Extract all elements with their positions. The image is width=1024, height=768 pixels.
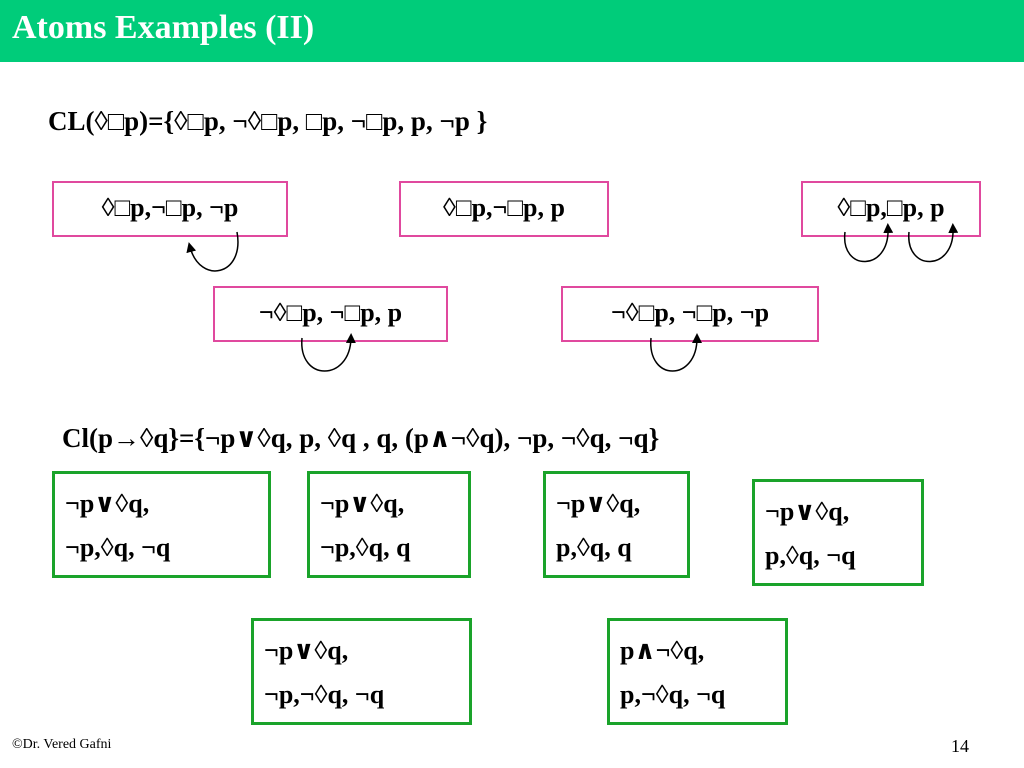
self-loop-arrow bbox=[650, 333, 702, 372]
footer-author: ©Dr. Vered Gafni bbox=[12, 737, 112, 752]
atom-box-3: ◊□p,□p, p bbox=[801, 181, 981, 237]
atom-box-8: ¬p∨◊q, p,◊q, q bbox=[543, 471, 690, 578]
atom-line: ¬p,◊q, ¬q bbox=[65, 533, 171, 562]
atom-box-10: ¬p∨◊q, ¬p,¬◊q, ¬q bbox=[251, 618, 472, 725]
self-loop-arrow bbox=[301, 333, 356, 372]
atom-box-2: ◊□p,¬□p, p bbox=[399, 181, 609, 237]
atom-box-6: ¬p∨◊q, ¬p,◊q, ¬q bbox=[52, 471, 271, 578]
atom-box-11: p∧¬◊q, p,¬◊q, ¬q bbox=[607, 618, 788, 725]
atom-box-5: ¬◊□p, ¬□p, ¬p bbox=[561, 286, 819, 342]
atom-line: ¬p∨◊q, bbox=[65, 489, 150, 518]
slide-title: Atoms Examples (II) bbox=[12, 9, 315, 46]
atom-line: ¬p∨◊q, bbox=[320, 489, 405, 518]
atom-line: ¬p∨◊q, bbox=[264, 636, 349, 665]
self-loop-arrow bbox=[186, 231, 239, 272]
closure-formula-2: Cl(p→◊q}={¬p∨◊q, p, ◊q , q, (p∧¬◊q), ¬p,… bbox=[62, 423, 660, 453]
title-bar: Atoms Examples (II) bbox=[0, 0, 1024, 62]
atom-box-4: ¬◊□p, ¬□p, p bbox=[213, 286, 448, 342]
atom-box-9: ¬p∨◊q, p,◊q, ¬q bbox=[752, 479, 924, 586]
atom-line: ¬p,◊q, q bbox=[320, 533, 411, 562]
atom-line: ¬p∨◊q, bbox=[556, 489, 641, 518]
atom-line: ¬p∨◊q, bbox=[765, 497, 850, 526]
atom-box-7: ¬p∨◊q, ¬p,◊q, q bbox=[307, 471, 471, 578]
atom-line: ¬p,¬◊q, ¬q bbox=[264, 680, 385, 709]
atom-line: p,◊q, ¬q bbox=[765, 541, 856, 570]
atom-line: p,◊q, q bbox=[556, 533, 632, 562]
atom-line: p,¬◊q, ¬q bbox=[620, 680, 726, 709]
atom-line: p∧¬◊q, bbox=[620, 636, 705, 665]
page-number: 14 bbox=[951, 736, 969, 756]
closure-formula-1: CL(◊□p)={◊□p, ¬◊□p, □p, ¬□p, p, ¬p } bbox=[48, 106, 488, 136]
atom-box-1: ◊□p,¬□p, ¬p bbox=[52, 181, 288, 237]
